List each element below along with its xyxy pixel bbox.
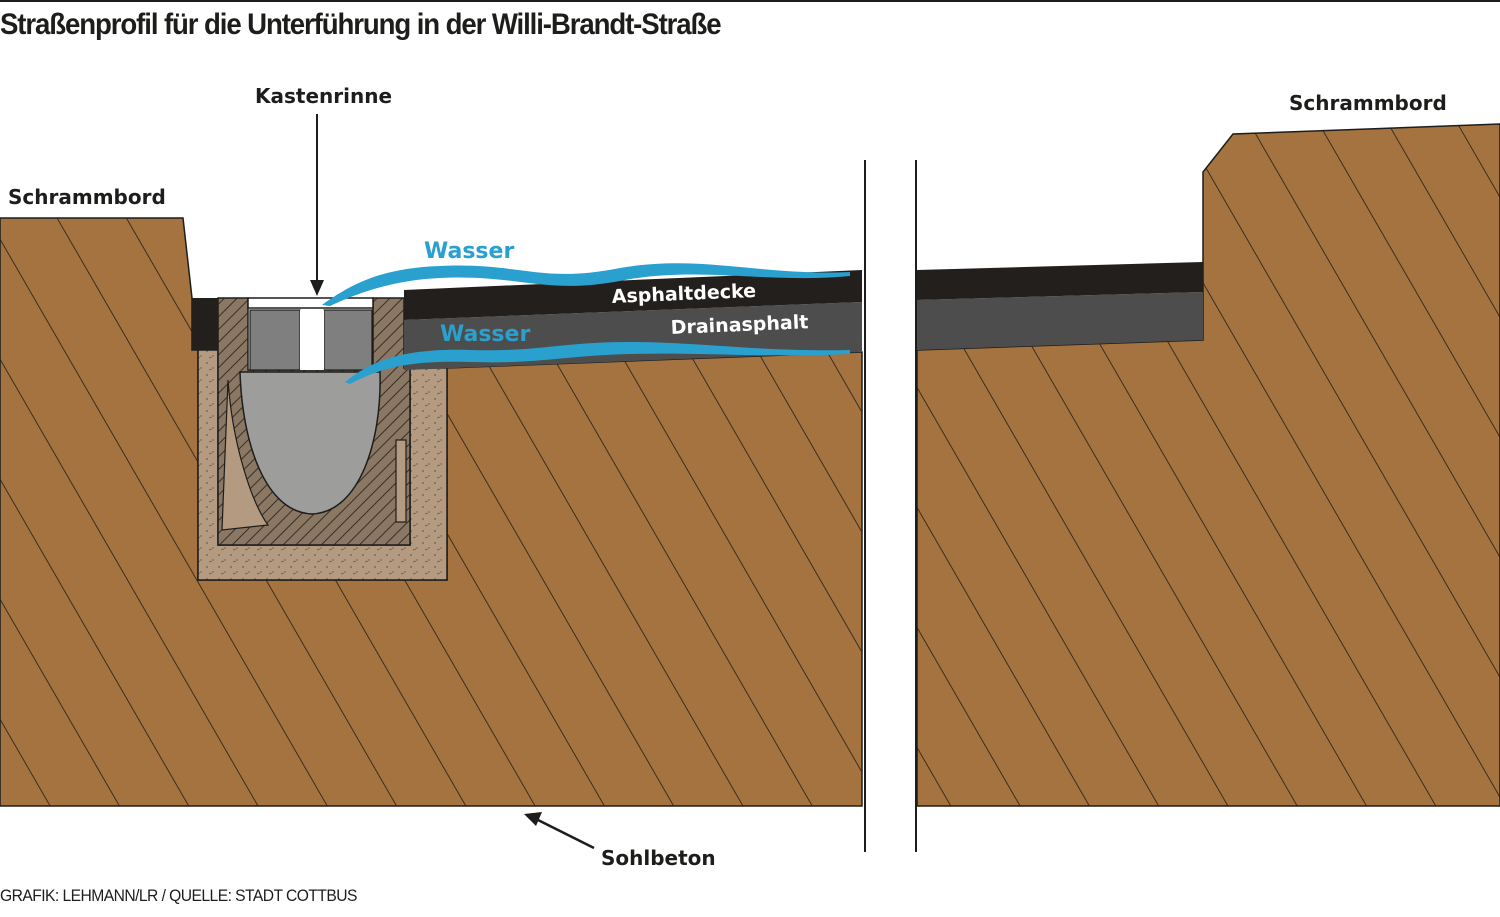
channel-lip bbox=[221, 379, 270, 531]
sohlbeton-arrowhead bbox=[524, 812, 542, 826]
water-flow-top bbox=[322, 263, 850, 306]
sohlbeton-pointer bbox=[533, 816, 595, 850]
label-schrammbord-right: Schrammbord bbox=[1289, 91, 1447, 115]
page-title: Straßenprofil für die Unterführung in de… bbox=[0, 8, 722, 41]
source-credit: GRAFIK: LEHMANN/LR / QUELLE: STADT COTTB… bbox=[0, 886, 357, 905]
kastenrinne-arrowhead bbox=[310, 280, 324, 296]
channel-side-slot bbox=[395, 439, 407, 523]
label-wasser-top: Wasser bbox=[424, 239, 514, 264]
water-flow-bottom bbox=[345, 342, 850, 384]
asphalt-deck-left bbox=[404, 270, 862, 320]
grate-block-right bbox=[323, 309, 373, 371]
grate-slot bbox=[300, 310, 324, 370]
grate-cover bbox=[247, 297, 374, 309]
asphalt-deck-right bbox=[917, 262, 1203, 300]
label-wasser-bottom: Wasser bbox=[440, 322, 530, 347]
channel-interior bbox=[239, 371, 381, 515]
grate-block-left bbox=[249, 309, 301, 371]
label-kastenrinne: Kastenrinne bbox=[255, 84, 392, 108]
curb-asphalt-left bbox=[192, 298, 218, 350]
drain-asphalt-right bbox=[917, 292, 1203, 350]
label-sohlbeton: Sohlbeton bbox=[601, 846, 716, 870]
label-schrammbord-left: Schrammbord bbox=[8, 185, 166, 209]
soil-right bbox=[916, 123, 1500, 807]
top-rule bbox=[0, 0, 1500, 2]
